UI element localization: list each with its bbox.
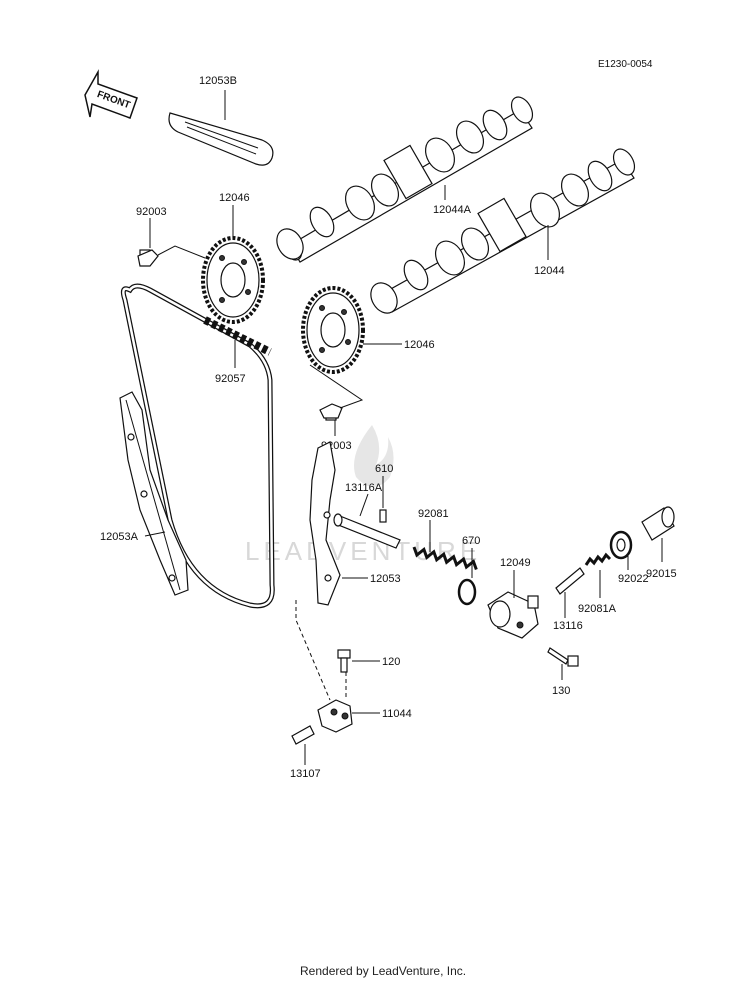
bolt-92003-upper [137,249,159,267]
label-92081A: 92081A [578,603,617,615]
cam-sprocket-lower [301,286,365,374]
label-13116: 13116 [553,620,583,632]
label-13116A: 13116A [345,482,383,494]
spring-92081 [412,546,478,570]
pin-13107 [291,725,315,745]
label-92081: 92081 [418,508,449,520]
pushrod-13116A [333,513,401,549]
watermark: LEADVENTURE [245,425,481,566]
chain-guide-front [119,391,189,596]
label-92022: 92022 [618,573,649,585]
front-arrow-icon: FRONT [84,69,138,119]
label-92057: 92057 [215,373,246,385]
bracket-11044 [317,699,353,733]
tensioner-arm [309,441,341,606]
cap-bolt-92015 [641,506,675,541]
camshaft-exhaust [276,96,534,263]
bolt-120 [337,649,351,673]
diagram-ref-code: E1230-0054 [598,59,653,70]
footer-text: Rendered by LeadVenture, Inc. [300,964,466,978]
label-13107: 13107 [290,768,321,780]
label-670: 670 [462,535,480,547]
label-12044A: 12044A [433,204,472,216]
o-ring-670 [457,578,477,606]
label-12053B: 12053B [199,75,237,87]
label-11044: 11044 [382,708,412,720]
watermark-text: LEADVENTURE [245,536,481,566]
cam-chain [120,283,275,609]
spring-92081A [584,552,612,566]
label-12049: 12049 [500,557,531,569]
label-120: 120 [382,656,400,668]
rod-13116 [555,567,585,595]
label-92015: 92015 [646,568,677,580]
camshaft-intake [370,148,636,314]
label-92003-upper: 92003 [136,206,167,218]
label-12044: 12044 [534,265,565,277]
pin-610 [379,509,387,523]
label-12053A: 12053A [100,531,139,543]
cam-sprocket-upper [201,236,265,324]
label-12053: 12053 [370,573,401,585]
bolt-92003-lower [319,403,343,421]
chain-guide-upper [168,112,274,166]
label-130: 130 [552,685,570,697]
label-12046-upper: 12046 [219,192,250,204]
bolt-130 [547,647,579,667]
label-610: 610 [375,463,393,475]
tensioner-body [487,591,539,639]
label-12046-lower: 12046 [404,339,435,351]
washer-92022 [609,530,633,560]
